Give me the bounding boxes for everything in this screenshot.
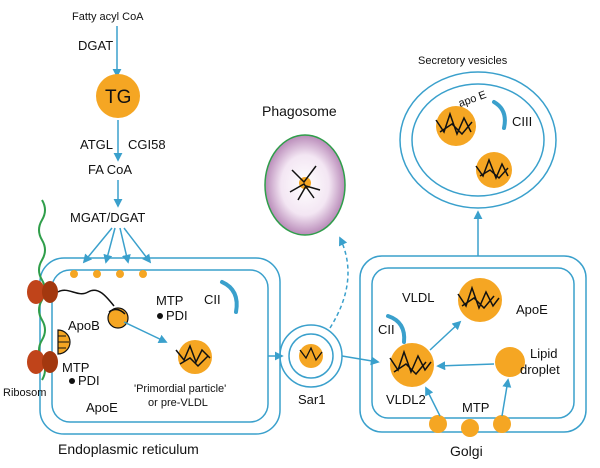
ribosome-top [27,280,58,304]
er-pdi-label: PDI [166,308,188,323]
golgi-vldl2-label: VLDL2 [386,392,426,407]
primordial-particle [175,340,212,374]
arrow-mtp-to-vldl2 [425,386,441,417]
golgi-bottom-droplets [429,415,511,437]
phagosome-debris [289,165,321,201]
golgi-vldl2-particle [389,343,434,387]
mgat-dgat-label: MGAT/DGAT [70,210,145,225]
dashed-arrow-to-phagosome [329,236,349,329]
golgi-title: Golgi [450,443,483,459]
secretory-ciii-label: CIII [512,114,532,129]
fatty-acyl-coa-label: Fatty acyl CoA [72,11,144,23]
secretory-vesicle-inner [411,83,545,197]
secretory-particle-2 [475,152,512,188]
arrow-vldl2-to-vldl [429,320,462,351]
nascent-apob-chain [57,289,115,307]
dgat-label: DGAT [78,38,113,53]
arrow-mtp-to-droplet [501,378,512,417]
er-apoe-label: ApoE [86,400,118,415]
er-mtp-lower-label: MTP [62,360,89,375]
secretory-ciii-arc [492,100,507,130]
lipid-line2: droplet [520,362,560,377]
ribosome-bottom [27,350,58,374]
er-cii-arc [220,280,239,314]
golgi-apoe-label: ApoE [516,302,548,317]
er-title: Endoplasmic reticulum [58,441,199,457]
golgi-vldl-label: VLDL [402,290,435,305]
lipid-line1: Lipid [530,346,557,361]
arrow-to-primordial [123,321,168,343]
er-pdi-lower-label: PDI [78,373,100,388]
arrow-droplet-to-vldl2 [436,361,495,371]
er-cii-label: CII [204,292,221,307]
ribosome-label: Ribosom [3,387,46,399]
apob-lipid-blob-top [107,307,129,329]
golgi-mtp-label: MTP [462,400,489,415]
er-inner-membrane [51,269,269,423]
cgi58-label: CGI58 [128,137,166,152]
fa-coa-label: FA CoA [88,162,132,177]
sar1-label: Sar1 [298,392,325,407]
pdi-dot-lower [69,378,75,384]
tg-droplet [96,74,140,118]
primordial-line2: or pre-VLDL [148,397,208,409]
mgat-fan-arrows [82,227,152,264]
pdi-dot [157,313,163,319]
sar1-vesicle-inner [288,333,334,379]
er-mtp-label: MTP [156,293,183,308]
golgi-inner-membrane [371,267,575,419]
atgl-label: ATGL [80,137,113,152]
er-lipid-dots [70,270,147,278]
golgi-vldl-particle [457,278,502,322]
sar1-particle [299,344,323,368]
golgi-cii-label: CII [378,322,395,337]
tg-label: TG [105,87,131,108]
apob-half-droplet [57,329,71,355]
golgi-lipid-droplet [495,347,525,377]
secretory-vesicle-outer [399,71,557,209]
secretory-particle-1 [435,106,476,146]
phagosome-title: Phagosome [262,103,337,119]
secretory-title: Secretory vesicles [418,55,508,67]
secretory-apoe-label: apo E [457,89,488,110]
er-apob-label: ApoB [68,318,100,333]
golgi-cii-arc [386,314,407,344]
primordial-line1: 'Primordial particle' [134,383,226,395]
